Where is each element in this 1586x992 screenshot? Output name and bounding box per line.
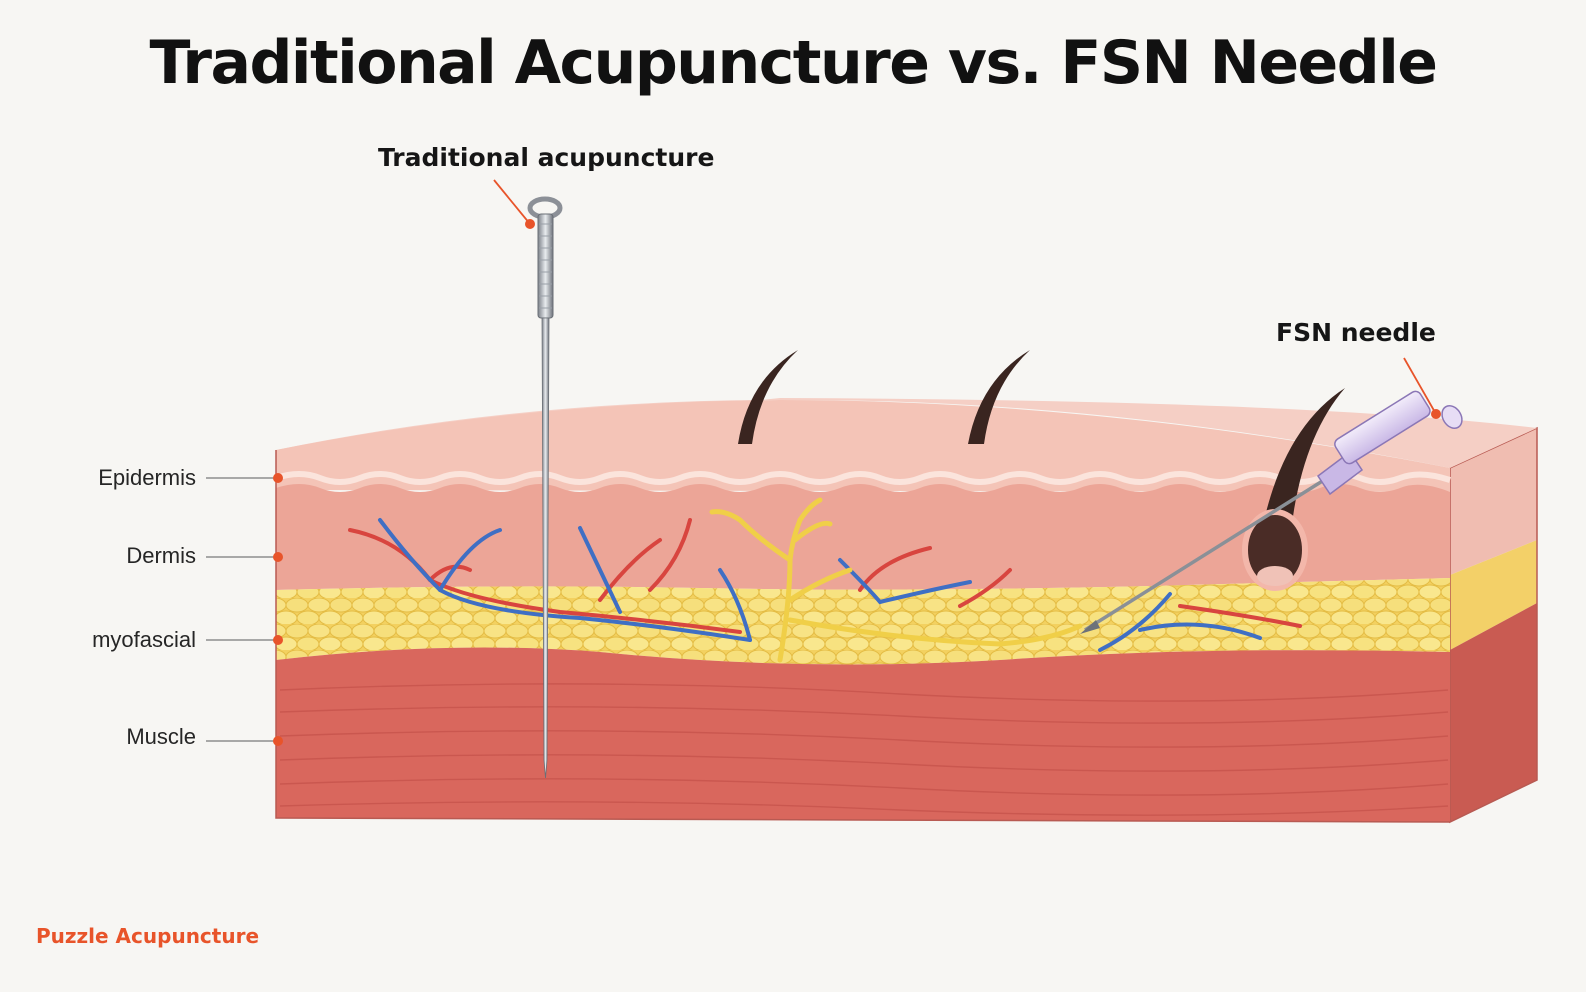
nerve xyxy=(709,497,1083,663)
blood-vessels xyxy=(348,518,1302,652)
dermis-layer xyxy=(276,484,1450,590)
epidermis-layer xyxy=(275,398,1537,492)
page-title: Traditional Acupuncture vs. FSN Needle xyxy=(149,28,1438,98)
myofascial-layer xyxy=(276,578,1450,665)
block-side-face xyxy=(1449,426,1538,824)
brand-logo-text: Puzzle Acupuncture xyxy=(36,924,260,948)
dermis-label: Dermis xyxy=(126,543,196,568)
callout-leaders xyxy=(493,179,1441,419)
traditional-acupuncture-needle xyxy=(527,196,563,779)
myofascial-label: myofascial xyxy=(92,627,196,652)
fsn-needle-label: FSN needle xyxy=(1276,318,1436,347)
epidermis-label: Epidermis xyxy=(98,465,196,490)
fsn-needle xyxy=(1080,390,1463,634)
hair-follicles xyxy=(738,350,1345,591)
layer-leaders xyxy=(206,473,283,746)
traditional-acupuncture-label: Traditional acupuncture xyxy=(378,143,715,172)
muscle-label: Muscle xyxy=(126,724,196,749)
muscle-layer xyxy=(275,450,1451,823)
